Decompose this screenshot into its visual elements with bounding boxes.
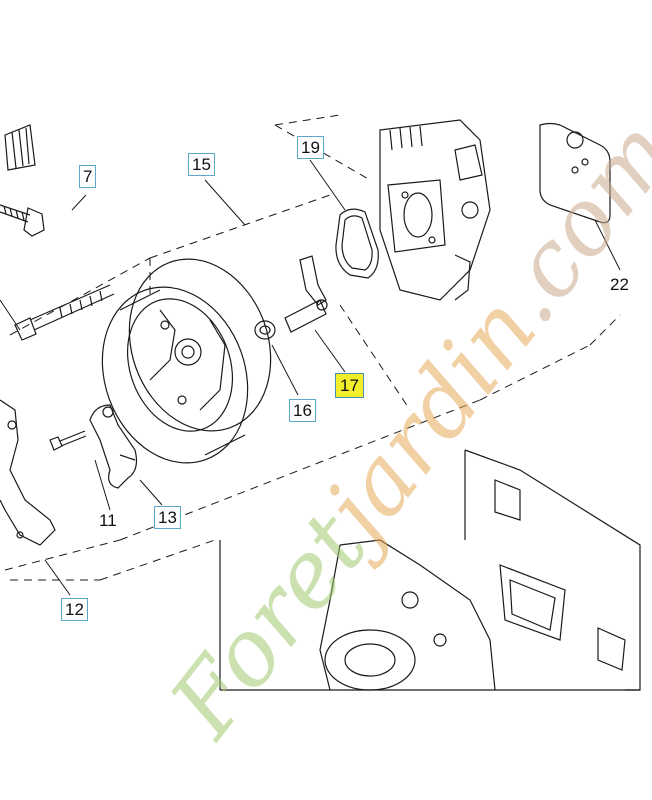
gasket-part-22 [539, 122, 611, 224]
carburetor-part [379, 119, 491, 301]
callout-17: 17 [335, 373, 364, 398]
callout-15: 15 [188, 153, 215, 176]
long-bolt-part [14, 284, 115, 341]
flywheel-part-15 [101, 258, 272, 464]
dashed-guide-lines [4, 114, 621, 581]
coil-spring-part [4, 124, 36, 171]
spindle-part-17 [284, 255, 328, 333]
gasket-part-19 [335, 208, 379, 279]
washer-part-16 [254, 320, 276, 340]
callout-16: 16 [289, 399, 316, 422]
bracket-part-12 [0, 399, 56, 546]
engine-housing-part [219, 449, 641, 691]
lever-part-13 [89, 404, 138, 489]
callout-11: 11 [99, 511, 117, 530]
callout-13: 13 [154, 506, 181, 529]
leader-lines [0, 159, 621, 596]
screw-part-7 [0, 204, 45, 237]
callout-12: 12 [61, 598, 88, 621]
small-screw-part-11 [49, 430, 87, 451]
callout-22: 22 [610, 275, 629, 294]
callout-19: 19 [297, 136, 324, 159]
callout-7: 7 [79, 165, 97, 188]
